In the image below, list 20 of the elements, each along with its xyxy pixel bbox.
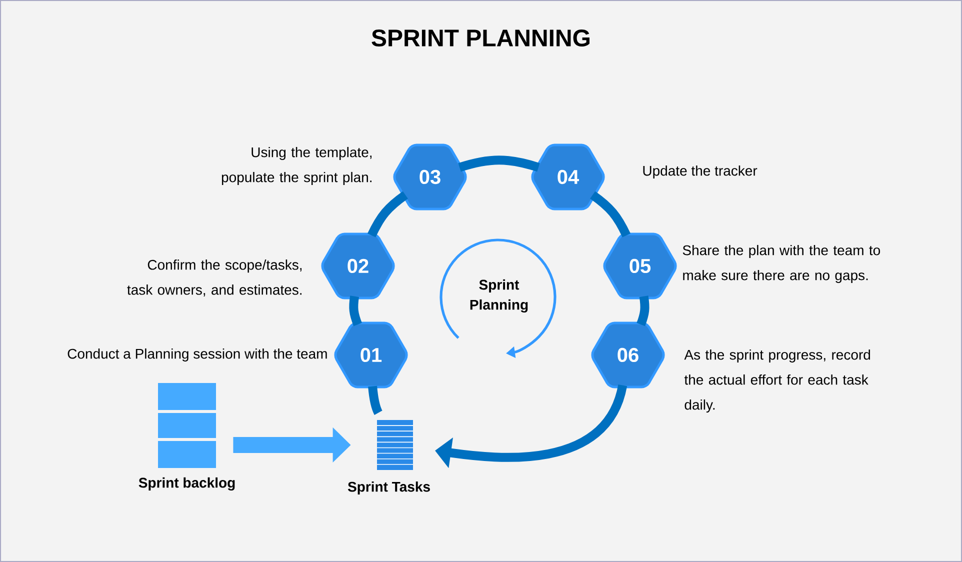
step-description: Conduct a Planning session with the team	[68, 348, 327, 362]
step-hexagon: 02	[321, 232, 395, 300]
cycle-segment	[590, 191, 631, 238]
step-hexagon: 03	[393, 144, 467, 210]
step-hexagon: 05	[603, 232, 677, 300]
cycle-segment	[368, 386, 382, 415]
center-label: Sprint Planning	[470, 279, 528, 313]
cycle-segment	[458, 156, 540, 172]
step-hexagon: 06	[591, 322, 665, 388]
node-caption: Sprint Tasks	[348, 481, 430, 494]
node-caption: Sprint backlog	[138, 477, 235, 491]
step-description: Update the tracker	[643, 165, 758, 178]
step-description: As the sprint progress, record the actual effort for each task daily.	[684, 349, 870, 412]
step-description: Confirm the scope/tasks, task owners, and estimates.	[127, 260, 302, 296]
step-hexagon: 01	[334, 322, 408, 388]
title: SPRINT PLANNING	[372, 30, 590, 46]
cycle-segment	[368, 191, 408, 238]
step-description: Share the plan with the team to make sure there are no gaps.	[682, 244, 880, 283]
step-hexagon: 04	[531, 144, 605, 210]
step-description: Using the template, populate the sprint plan.	[222, 146, 372, 185]
